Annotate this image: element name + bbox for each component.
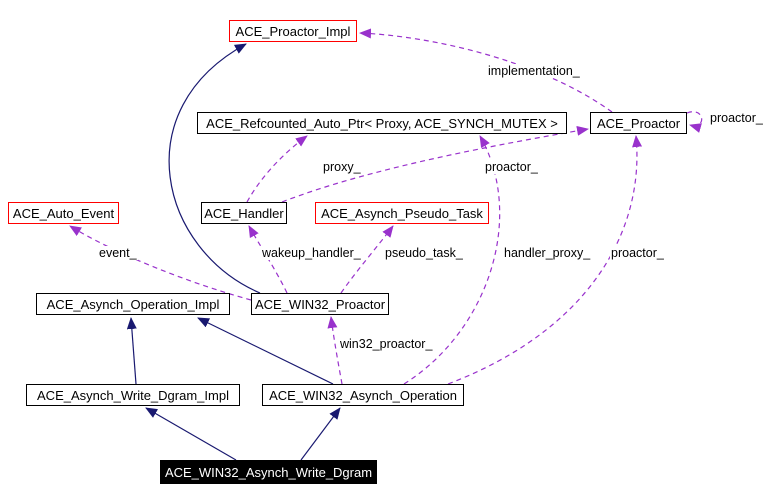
node-ace-proactor[interactable]: ACE_Proactor <box>590 112 687 134</box>
node-ace-handler[interactable]: ACE_Handler <box>201 202 287 224</box>
edge-label-proactor-self: proactor_ <box>709 111 764 125</box>
edge-use-handler-proxy <box>403 135 501 385</box>
edge-label-proactor-handler: proactor_ <box>484 160 539 174</box>
edge-label-win32-proactor: win32_proactor_ <box>339 337 434 351</box>
edge-label-proactor-op: proactor_ <box>610 246 665 260</box>
edge-label-event: event_ <box>98 246 138 260</box>
node-ace-proactor-impl[interactable]: ACE_Proactor_Impl <box>229 20 357 42</box>
node-ace-win32-asynch-operation[interactable]: ACE_WIN32_Asynch_Operation <box>262 384 464 406</box>
edge-label-proxy: proxy_ <box>322 160 362 174</box>
edge-use-pseudo-task <box>340 225 394 294</box>
edge-inherit-writedgramimpl-to-asynchopimpl <box>126 317 137 385</box>
edge-inherit-win32writedgram-to-writedgramimpl <box>145 407 237 461</box>
node-ace-asynch-write-dgram-impl[interactable]: ACE_Asynch_Write_Dgram_Impl <box>26 384 240 406</box>
node-ace-win32-asynch-write-dgram-current: ACE_WIN32_Asynch_Write_Dgram <box>160 460 377 484</box>
edge-use-proactor-selfloop <box>686 111 703 133</box>
edge-use-implementation <box>359 28 613 113</box>
node-ace-asynch-pseudo-task[interactable]: ACE_Asynch_Pseudo_Task <box>315 202 489 224</box>
edge-inherit-win32proactor-to-proactorimpl <box>168 43 261 294</box>
edge-use-proactor-from-handler <box>281 125 589 203</box>
node-ace-asynch-operation-impl[interactable]: ACE_Asynch_Operation_Impl <box>36 293 230 315</box>
edge-use-proactor-from-win32asynchop <box>447 135 643 385</box>
edge-use-event <box>69 225 252 301</box>
edge-label-pseudo-task: pseudo_task_ <box>384 246 464 260</box>
node-ace-auto-event[interactable]: ACE_Auto_Event <box>8 202 119 224</box>
edge-inherit-win32asynchop-to-asynchopimpl <box>197 317 334 385</box>
edge-label-handler-proxy: handler_proxy_ <box>503 246 592 260</box>
edge-label-wakeup-handler: wakeup_handler_ <box>261 246 362 260</box>
node-ace-refcounted-auto-ptr[interactable]: ACE_Refcounted_Auto_Ptr< Proxy, ACE_SYNC… <box>197 112 567 134</box>
edge-label-implementation: implementation_ <box>487 64 581 78</box>
node-ace-win32-proactor[interactable]: ACE_WIN32_Proactor <box>251 293 389 315</box>
edge-inherit-win32writedgram-to-win32asynchop <box>300 407 341 461</box>
edge-use-proxy <box>246 135 308 203</box>
